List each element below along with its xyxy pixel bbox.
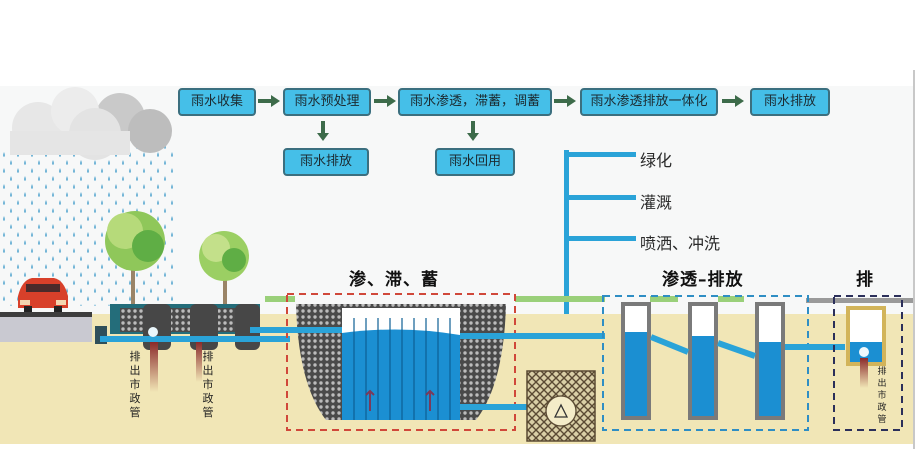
- flow-branch-discharge: 雨水排放: [283, 148, 369, 176]
- reuse-item-greening: 绿化: [640, 151, 673, 170]
- inflow-pipe: [100, 336, 290, 342]
- tree-icon: [199, 231, 249, 306]
- right-border-line: [913, 70, 915, 449]
- flow-step-collection: 雨水收集: [178, 88, 256, 116]
- section-title-infiltration: 渗透–排放: [662, 270, 744, 290]
- right-arrow-icon: [374, 95, 396, 107]
- down-arrow-icon: [317, 121, 329, 141]
- flow-step-discharge: 雨水排放: [750, 88, 830, 116]
- right-arrow-icon: [722, 95, 744, 107]
- discharge-dashed-frame: [833, 295, 903, 431]
- reuse-item-spray-flush: 喷洒、冲洗: [640, 234, 721, 253]
- storage-dashed-frame: [286, 293, 516, 431]
- tree-icon: [105, 211, 165, 308]
- pipe-label-left-1: 排出市政管: [129, 350, 141, 419]
- pipe-label-left-2: 排出市政管: [202, 350, 214, 419]
- right-arrow-icon: [258, 95, 280, 107]
- storage-water: [342, 329, 460, 420]
- cloud-icon: [10, 87, 172, 160]
- manhole-2: [190, 304, 218, 350]
- pump-icon: [553, 403, 569, 418]
- section-title-storage: 渗、滞、蓄: [349, 270, 439, 290]
- car-icon: [18, 278, 68, 312]
- infiltration-well: [688, 302, 718, 420]
- pipe-label-right: 排出市政管: [877, 367, 887, 425]
- flow-step-integrated: 雨水渗透排放一体化: [580, 88, 718, 116]
- infiltration-well: [755, 302, 785, 420]
- infiltration-dashed-frame: [602, 295, 809, 431]
- reuse-pipe-tree: [564, 150, 636, 412]
- reuse-item-irrigation: 灌溉: [640, 193, 673, 212]
- flow-step-infiltration-storage: 雨水渗透，滞蓄，调蓄: [398, 88, 552, 116]
- scene-illustration: [0, 87, 913, 444]
- down-arrow-icon: [467, 121, 479, 141]
- infiltration-well: [621, 302, 651, 420]
- right-arrow-icon: [554, 95, 576, 107]
- section-title-discharge: 排: [856, 270, 874, 290]
- flow-step-pretreatment: 雨水预处理: [283, 88, 371, 116]
- flow-branch-reuse: 雨水回用: [435, 148, 515, 176]
